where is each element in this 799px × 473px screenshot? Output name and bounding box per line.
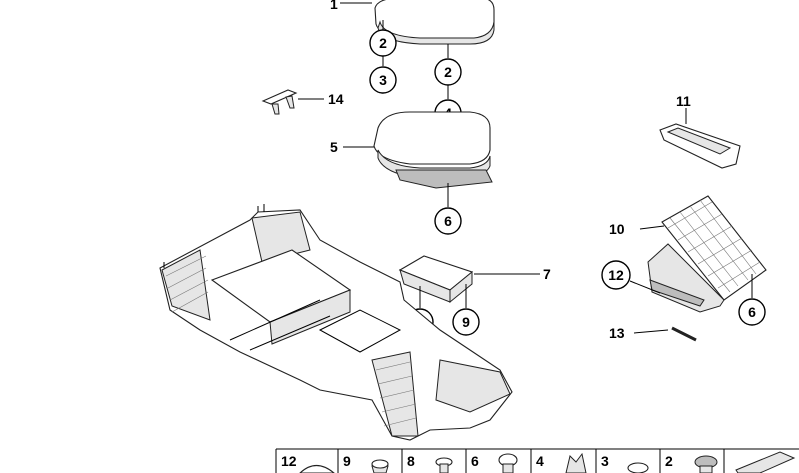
callout-2b: 2	[444, 64, 452, 80]
callout-14: 14	[328, 91, 344, 107]
legend-icon-4	[565, 452, 587, 473]
legend-num-9: 9	[343, 453, 351, 469]
console-frame-part	[159, 204, 513, 441]
callout-13: 13	[609, 325, 625, 341]
legend-icon-9-cap	[371, 459, 389, 469]
callout-5: 5	[330, 139, 338, 155]
bracket-part	[398, 255, 474, 304]
callout-12: 12	[608, 267, 624, 283]
legend-icon-3	[627, 462, 649, 473]
callout-circle-6a	[434, 207, 462, 235]
legend-icon-wedge	[735, 451, 796, 473]
callout-6a: 6	[444, 213, 452, 229]
pin-part	[671, 326, 697, 342]
legend-icon-8-shaft	[439, 463, 449, 473]
storage-box-part	[647, 195, 767, 313]
legend-num-12: 12	[281, 453, 297, 469]
clip-part	[261, 89, 298, 115]
callout-circle-12	[601, 260, 631, 290]
legend-num-2: 2	[665, 453, 673, 469]
leader-13	[633, 329, 669, 334]
callout-circle-6b	[738, 298, 766, 326]
callout-9: 9	[462, 314, 470, 330]
armrest-cover-part	[374, 0, 495, 45]
legend-num-4: 4	[536, 453, 544, 469]
legend-num-3: 3	[601, 453, 609, 469]
callout-7: 7	[543, 266, 551, 282]
legend-icon-12	[299, 464, 335, 473]
tray-part	[659, 123, 741, 169]
callout-2a: 2	[379, 35, 387, 51]
leader-12	[629, 280, 661, 294]
callout-circle-3	[369, 66, 397, 94]
callout-1: 1	[330, 0, 338, 12]
callout-3: 3	[379, 72, 387, 88]
armrest-part	[373, 111, 493, 189]
legend-num-6: 6	[471, 453, 479, 469]
callout-6b: 6	[748, 304, 756, 320]
leader-10	[639, 225, 665, 230]
legend-num-8: 8	[407, 453, 415, 469]
legend-icon-2-shaft	[699, 465, 713, 473]
callout-10: 10	[609, 221, 625, 237]
callout-circle-9	[452, 308, 480, 336]
callout-11: 11	[676, 93, 691, 109]
legend-strip: 12 9 8 6 4 3 2	[275, 448, 799, 473]
legend-icon-6-shaft	[502, 463, 514, 473]
